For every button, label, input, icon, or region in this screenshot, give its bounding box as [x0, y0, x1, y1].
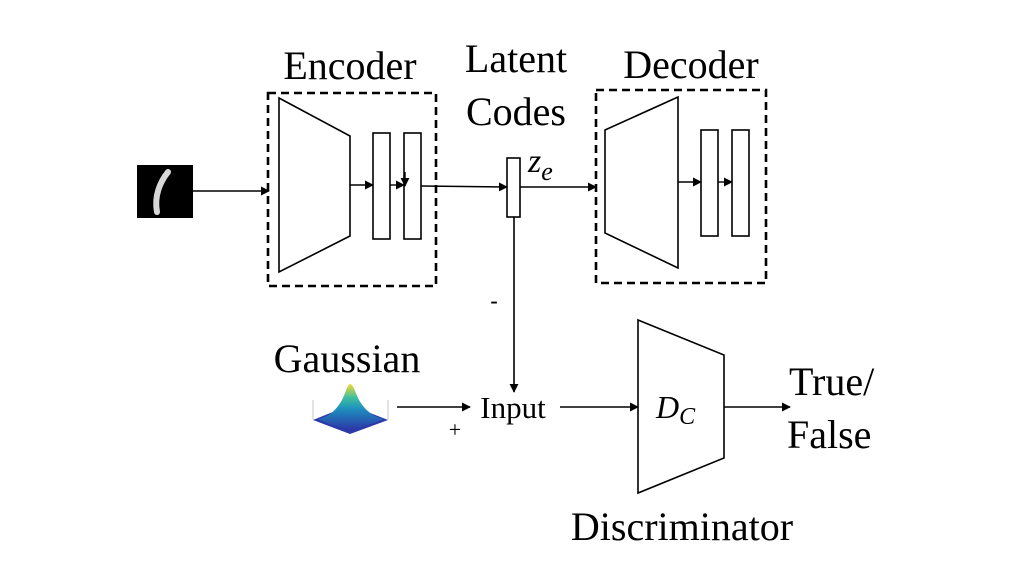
output-label-line2: False: [787, 412, 871, 457]
decoder-label: Decoder: [623, 42, 758, 87]
decoder-layer-2: [731, 129, 750, 237]
encoder-trapezoid: [278, 96, 351, 274]
discriminator-label: Discriminator: [571, 504, 793, 549]
output-label-line1: True/: [789, 359, 875, 404]
plus-sign: +: [449, 417, 461, 442]
latent-code-bar: [506, 157, 521, 218]
encoder-label: Encoder: [283, 43, 416, 88]
encoder-layer-1: [372, 132, 391, 240]
decoder-trapezoid: [604, 95, 679, 270]
decoder-layer-1: [700, 129, 719, 237]
minus-sign: -: [490, 288, 497, 313]
input-digit-image: [137, 165, 193, 218]
latent-label-line2: Codes: [466, 89, 566, 134]
encoder-layer-2: [403, 132, 422, 240]
discriminator-variable-dc: DC: [655, 389, 696, 430]
gaussian-plot-icon: [312, 384, 389, 434]
decoder-box: [594, 88, 768, 285]
discriminator-trapezoid: [637, 318, 725, 495]
encoder-box: [266, 91, 438, 288]
gaussian-label: Gaussian: [274, 336, 421, 381]
arrow-encoder-to-latent: [420, 182, 508, 192]
latent-label-line1: Latent: [465, 36, 567, 81]
input-label: Input: [480, 390, 546, 425]
latent-variable-ze: ze: [527, 143, 553, 186]
